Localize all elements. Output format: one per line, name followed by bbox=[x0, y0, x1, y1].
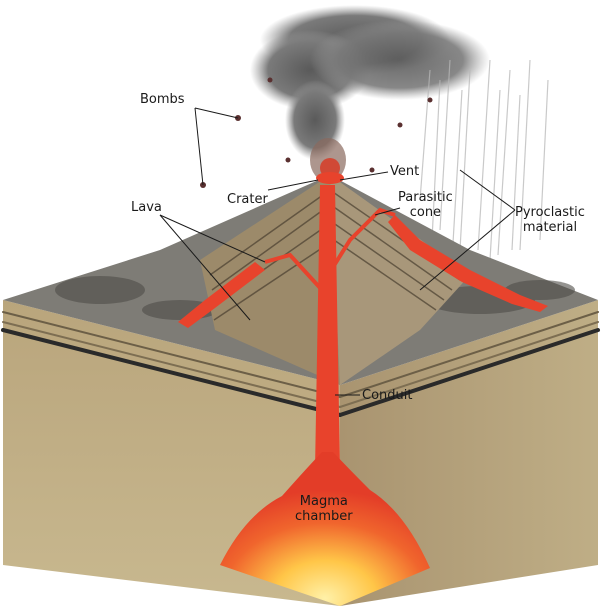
crater-glow bbox=[316, 172, 344, 184]
magma-chamber bbox=[220, 452, 430, 606]
label-parasitic-cone: Parasitic cone bbox=[398, 190, 453, 220]
label-crater: Crater bbox=[227, 192, 268, 207]
rock-strata bbox=[1, 311, 600, 417]
label-conduit: Conduit bbox=[362, 388, 413, 403]
dikes bbox=[264, 207, 396, 292]
label-lava: Lava bbox=[131, 200, 162, 215]
label-vent: Vent bbox=[390, 164, 420, 179]
label-magma-chamber: Magma chamber bbox=[295, 494, 353, 524]
lava-flows bbox=[178, 215, 548, 328]
label-bombs: Bombs bbox=[140, 92, 185, 107]
leader-lines bbox=[159, 107, 516, 396]
eruption-plume bbox=[250, 5, 490, 182]
label-pyroclastic-material: Pyroclastic material bbox=[515, 205, 585, 235]
volcano-cone-left bbox=[200, 175, 340, 385]
surface-texture bbox=[55, 276, 575, 320]
pyroclastic-fall-streaks bbox=[419, 59, 549, 261]
conduit bbox=[315, 185, 340, 470]
